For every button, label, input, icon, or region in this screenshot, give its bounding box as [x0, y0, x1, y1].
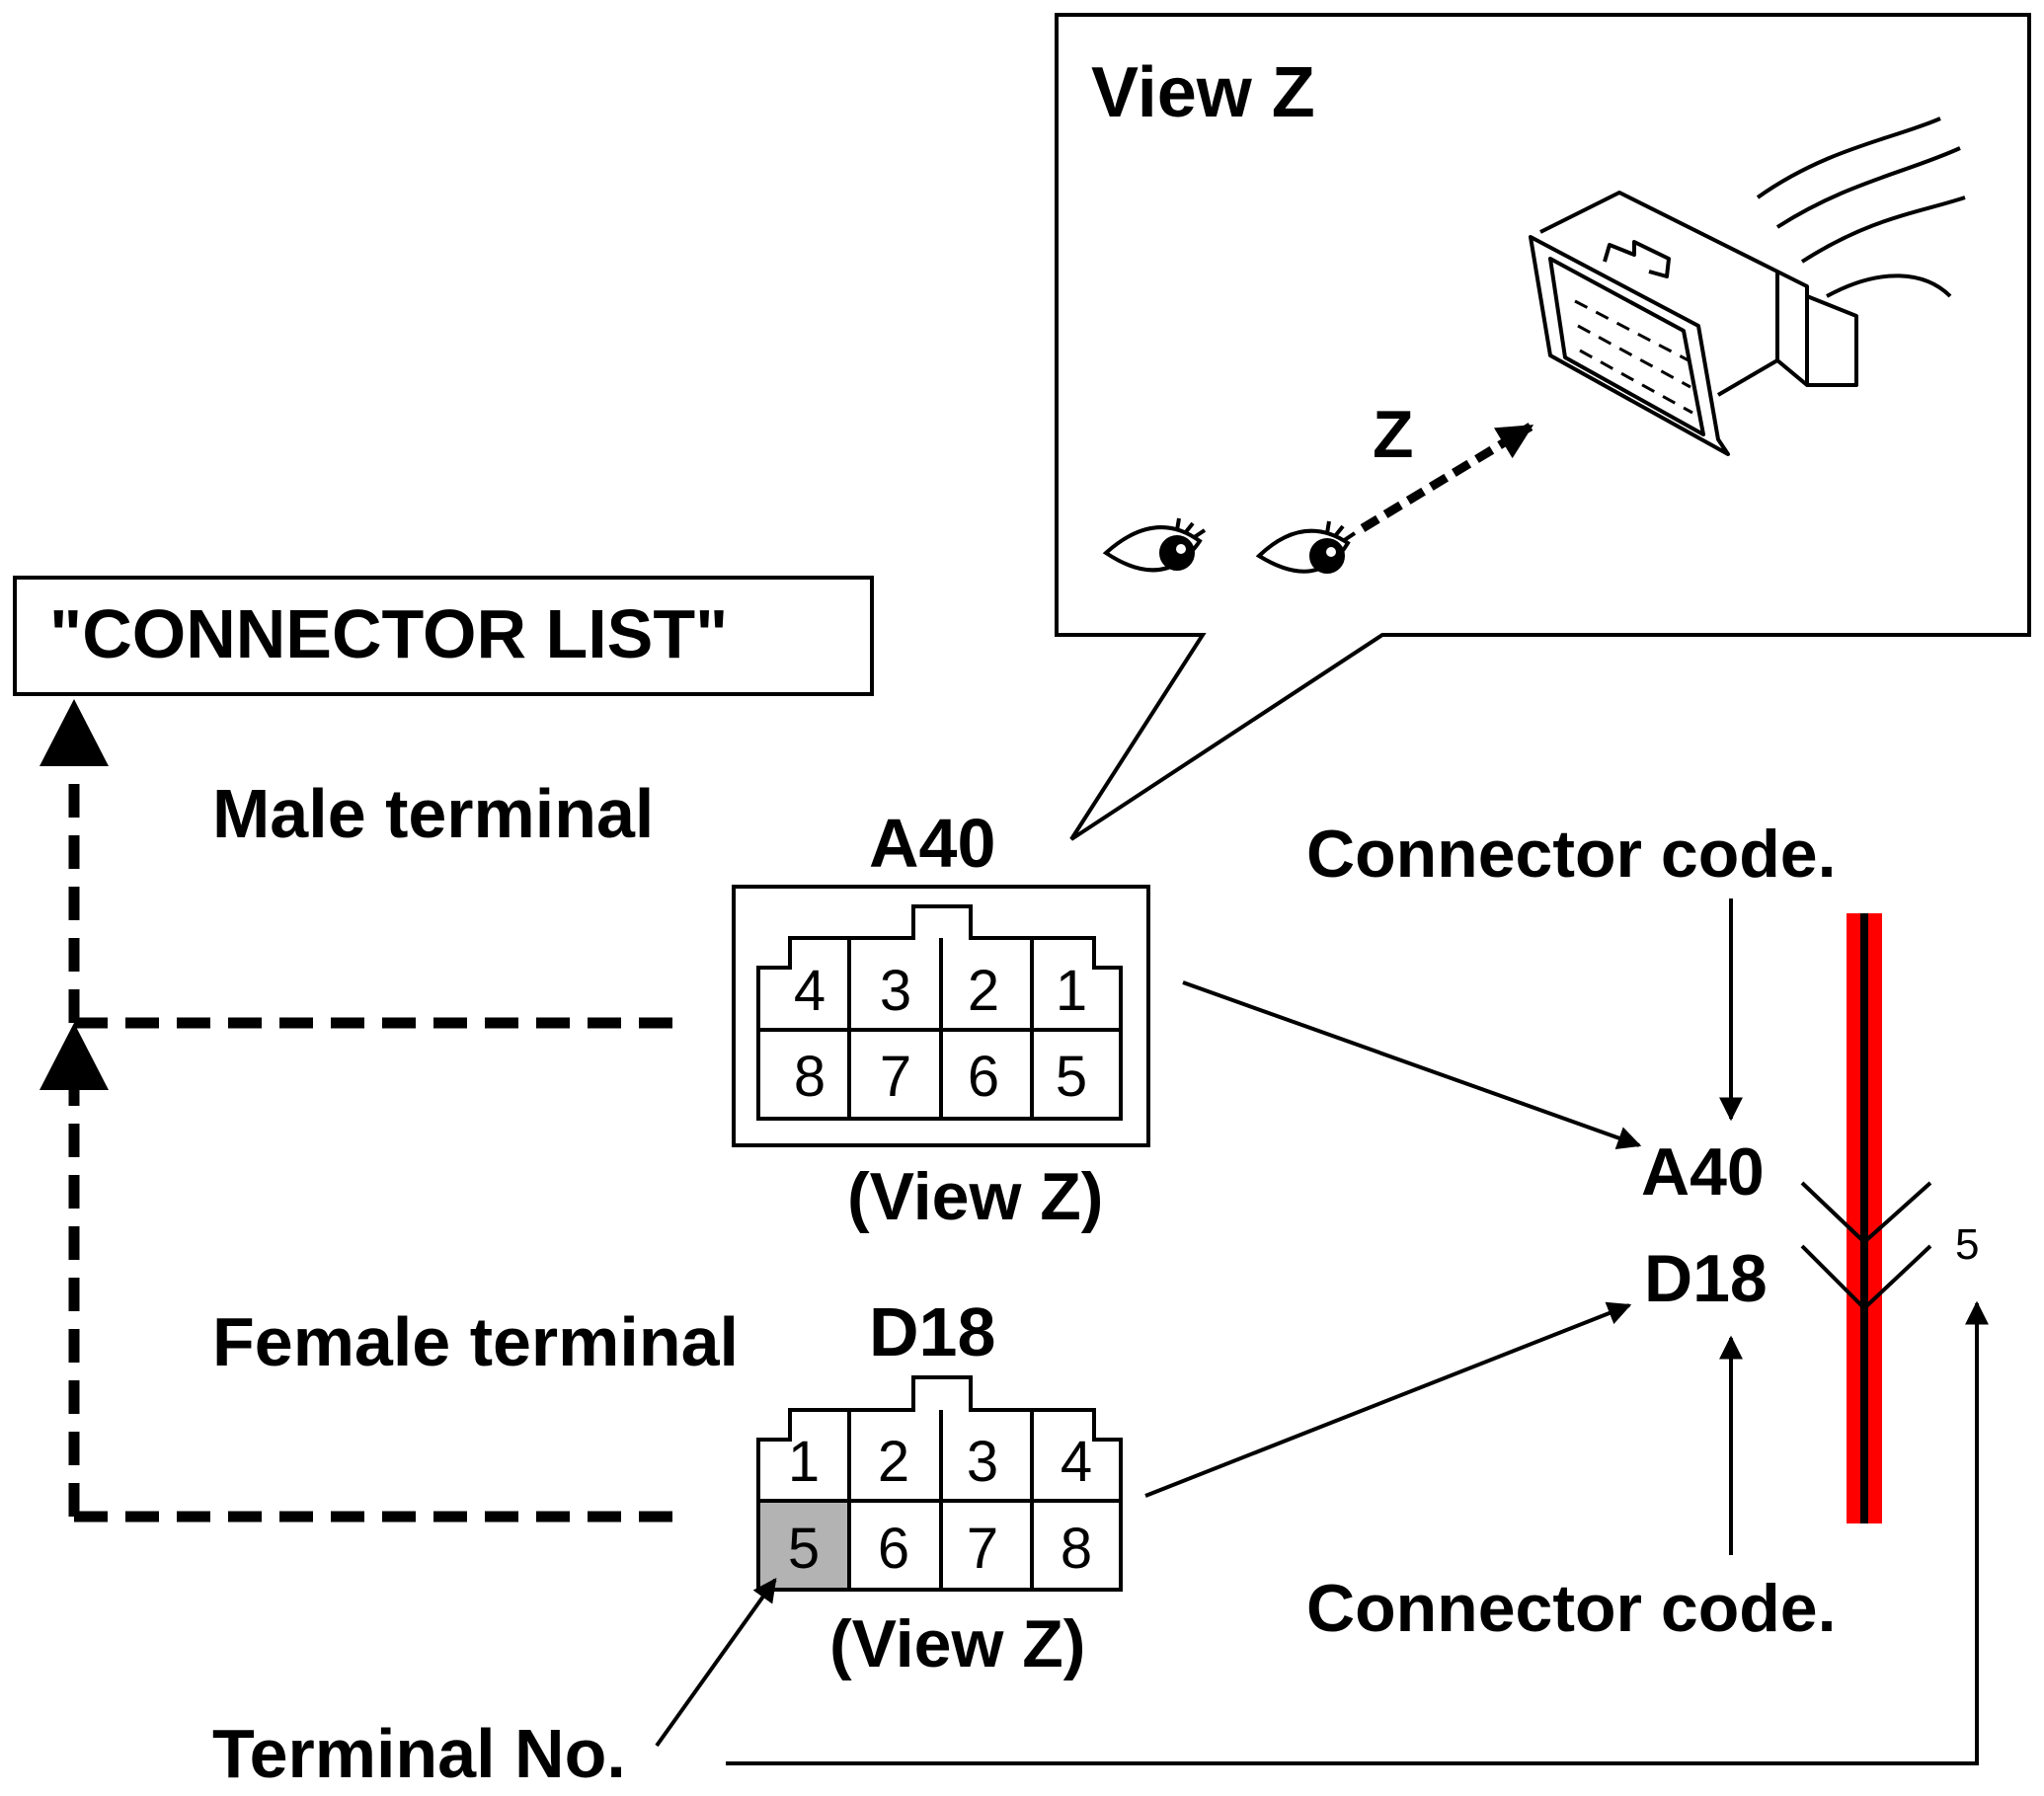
male-view-label: (View Z) [847, 1159, 1103, 1234]
female-pin: 4 [1061, 1430, 1092, 1494]
eye-icon [1102, 517, 1207, 573]
callout-title: View Z [1091, 53, 1315, 132]
female-pin: 5 [788, 1517, 820, 1581]
female-view-label: (View Z) [829, 1606, 1085, 1681]
male-pin: 1 [1056, 959, 1087, 1023]
view-direction-label: Z [1373, 397, 1414, 472]
female-to-code-arrow [1144, 1301, 1632, 1498]
connector-illustration [1529, 117, 1966, 456]
up-arrow-icon [39, 1023, 109, 1090]
female-pin: 8 [1061, 1517, 1092, 1581]
male-pin: 7 [880, 1045, 911, 1109]
male-to-code-arrow [1182, 980, 1642, 1150]
symbol-code-top: A40 [1641, 1134, 1765, 1210]
male-pin: 4 [794, 959, 825, 1023]
male-pin: 5 [1056, 1045, 1087, 1109]
male-connector-code: A40 [869, 805, 995, 882]
female-pin: 2 [878, 1430, 909, 1494]
male-pin: 6 [968, 1045, 999, 1109]
terminal-no-to-symbol-line [726, 1300, 1989, 1765]
male-pin: 3 [880, 959, 911, 1023]
view-direction-arrow [1360, 423, 1534, 532]
symbol-code-bottom: D18 [1644, 1241, 1768, 1316]
wire [1847, 913, 1882, 1523]
female-connector-code: D18 [869, 1293, 995, 1370]
connector-list-reference-lines [68, 765, 681, 1523]
connector-code-label-top: Connector code. [1306, 817, 1837, 892]
connector-list-label: "CONNECTOR LIST" [49, 595, 728, 672]
female-connector-face [756, 1375, 1123, 1592]
up-arrow-icon [39, 699, 109, 766]
view-z-callout: View Z [1055, 13, 2031, 841]
male-terminal-heading: Male terminal [212, 775, 654, 852]
female-pin: 7 [967, 1517, 998, 1581]
highlighted-terminal-cell [758, 1501, 849, 1590]
connector-list-box: "CONNECTOR LIST" [13, 576, 874, 696]
terminal-no-label: Terminal No. [212, 1715, 626, 1792]
terminal-no-arrow [655, 1578, 777, 1748]
female-pin: 1 [788, 1430, 820, 1494]
female-pin: 6 [878, 1517, 909, 1581]
male-pin: 8 [794, 1045, 825, 1109]
female-pin: 3 [967, 1430, 998, 1494]
connector-chevron-symbol [1800, 1181, 1932, 1311]
male-connector-face [732, 885, 1150, 1147]
connector-code-label-bottom: Connector code. [1306, 1571, 1837, 1646]
female-terminal-heading: Female terminal [212, 1303, 739, 1380]
eye-icon [1255, 520, 1357, 574]
male-pin: 2 [968, 959, 999, 1023]
symbol-terminal-number: 5 [1955, 1220, 1979, 1269]
pointer-arrows [655, 898, 1989, 1765]
